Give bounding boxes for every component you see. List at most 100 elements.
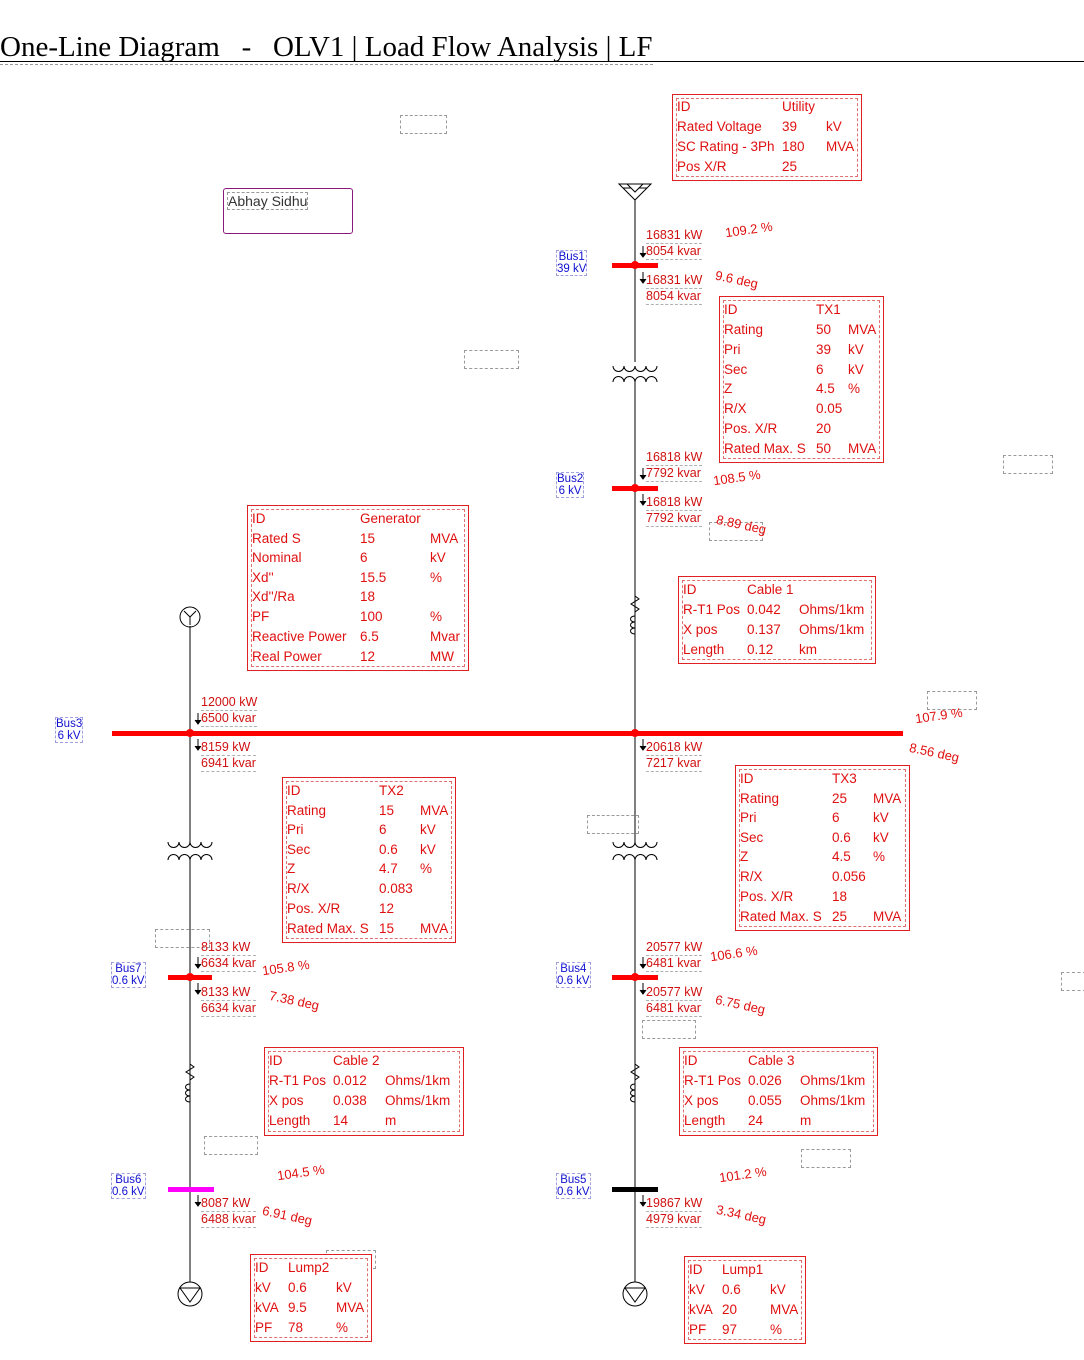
info-cell: 9.5	[288, 1300, 307, 1315]
cable3-icon	[630, 1063, 640, 1103]
info-cell: 4.5	[832, 849, 851, 864]
info-cell: kV	[689, 1282, 705, 1297]
info-cell: 0.6	[832, 830, 851, 845]
placeholder-box	[1003, 455, 1053, 474]
flow-value: 8133 kW	[201, 985, 256, 1001]
info-cell: 18	[832, 889, 848, 904]
info-cell: MVA	[848, 441, 877, 456]
flow-value: 8087 kW	[201, 1196, 256, 1212]
info-cell: R-T1 Pos	[683, 602, 741, 617]
info-cell: R-T1 Pos	[684, 1073, 742, 1088]
bus-label-text: 0.6 kV	[112, 975, 145, 987]
info-cell: MVA	[336, 1300, 365, 1315]
info-cell: 12	[379, 901, 395, 916]
info-cell: 0.137	[747, 622, 781, 637]
info-cell: 78	[288, 1320, 304, 1335]
info-cell: kV	[848, 362, 864, 377]
title-rule	[0, 61, 1084, 62]
flow-value: 20618 kW	[646, 740, 703, 756]
info-cell: kV	[420, 842, 436, 857]
info-cell: Pos. X/R	[287, 901, 341, 916]
info-cell: kV	[770, 1282, 786, 1297]
flow-value: 20577 kW	[646, 940, 703, 956]
bus3-node-left	[186, 729, 194, 737]
info-cell: Cable 1	[747, 582, 794, 597]
info-cell: 180	[782, 139, 805, 154]
info-cell: 0.055	[748, 1093, 782, 1108]
flow-value: 16831 kW	[646, 273, 703, 289]
flow-value: 20577 kW	[646, 985, 703, 1001]
bus-label-text: Bus7	[115, 963, 142, 975]
flow-value: 16818 kW	[646, 495, 703, 511]
info-cell: MVA	[873, 909, 902, 924]
info-cell: ID	[255, 1260, 269, 1275]
info-cell: Sec	[740, 830, 764, 845]
bus1-node	[631, 261, 639, 269]
tx1-transformer-icon	[612, 365, 658, 383]
info-cell: Length	[683, 642, 725, 657]
info-cell: 0.056	[832, 869, 866, 884]
info-cell: kV	[336, 1280, 352, 1295]
flow-value: 8054 kvar	[646, 244, 703, 260]
info-cell: Lump2	[288, 1260, 330, 1275]
bus-label-text: 6 kV	[57, 730, 81, 742]
box-dashed-border	[688, 1260, 802, 1340]
info-cell: 6	[360, 550, 368, 565]
info-cell: TX1	[816, 302, 841, 317]
info-cell: Rating	[724, 322, 764, 337]
info-cell: X pos	[683, 622, 718, 637]
info-cell: %	[420, 861, 433, 876]
info-cell: 0.038	[333, 1093, 367, 1108]
info-cell: Cable 2	[333, 1053, 380, 1068]
info-cell: ID	[684, 1053, 698, 1068]
info-cell: 50	[816, 441, 832, 456]
info-cell: 4.5	[816, 381, 835, 396]
bus-label-text: 0.6 kV	[112, 1186, 145, 1198]
info-cell: Length	[269, 1113, 311, 1128]
cable1-icon	[630, 595, 640, 635]
bus-label-text: 39 kV	[557, 263, 587, 275]
bus4-node	[631, 973, 639, 981]
info-cell: Pri	[724, 342, 741, 357]
info-cell: Pos. X/R	[724, 421, 778, 436]
placeholder-box	[587, 815, 639, 834]
info-cell: Lump1	[722, 1262, 764, 1277]
info-cell: ID	[740, 771, 754, 786]
info-cell: Sec	[287, 842, 311, 857]
info-cell: SC Rating - 3Ph	[677, 139, 775, 154]
box-dashed-border	[676, 98, 858, 177]
info-cell: 0.026	[748, 1073, 782, 1088]
flow-value: 8054 kvar	[646, 289, 703, 305]
info-cell: 6	[832, 810, 840, 825]
info-cell: Xd''	[252, 570, 274, 585]
info-cell: PF	[255, 1320, 273, 1335]
info-cell: Sec	[724, 362, 748, 377]
tx3-transformer-icon	[612, 841, 658, 861]
info-cell: 0.042	[747, 602, 781, 617]
info-cell: 97	[722, 1322, 738, 1337]
info-cell: 100	[360, 609, 383, 624]
info-cell: Pri	[287, 822, 304, 837]
box-dashed-border	[682, 580, 872, 660]
